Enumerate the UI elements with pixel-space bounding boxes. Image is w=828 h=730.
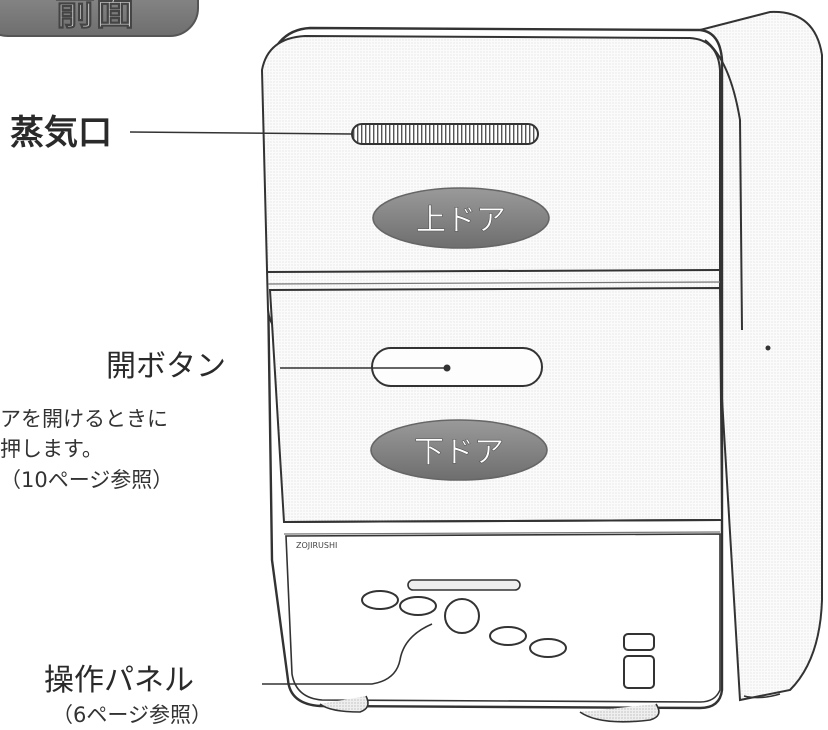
control-panel-label: 操作パネル [44, 663, 194, 698]
open-button [443, 364, 451, 372]
open-button-note: アを開けるときに 押します。 （10ページ参照） [0, 404, 173, 495]
upper-door-badge: 上ドア [372, 187, 550, 249]
dishwasher-body [260, 10, 823, 723]
upper-door-label: 上ドア [416, 203, 506, 238]
steam-vent [351, 123, 539, 145]
steam-leader-line [129, 131, 353, 135]
open-button-note-line-2: 押します。 [0, 437, 103, 462]
steam-vent-label: 蒸気口 [10, 113, 112, 153]
side-panel [698, 10, 823, 702]
open-button-note-line-1: アを開けるときに [0, 407, 168, 431]
control-panel-buttons [361, 590, 567, 658]
control-panel-note: （6ページ参照） [52, 703, 212, 727]
open-button-slot [371, 347, 543, 387]
brand-logo: ZOJIRUSHI [296, 541, 337, 550]
lower-door-label: 下ドア [414, 435, 504, 470]
open-button-label: 開ボタン [106, 349, 226, 384]
header-badge: 前面 [0, 0, 199, 37]
open-button-note-line-3: （10ページ参照） [0, 467, 174, 492]
indicator-slots [623, 633, 655, 689]
lower-door-panel [268, 286, 724, 524]
header-title: 前面 [55, 0, 135, 34]
panel-leader-line [262, 623, 433, 685]
lower-door-badge: 下ドア [370, 419, 548, 481]
